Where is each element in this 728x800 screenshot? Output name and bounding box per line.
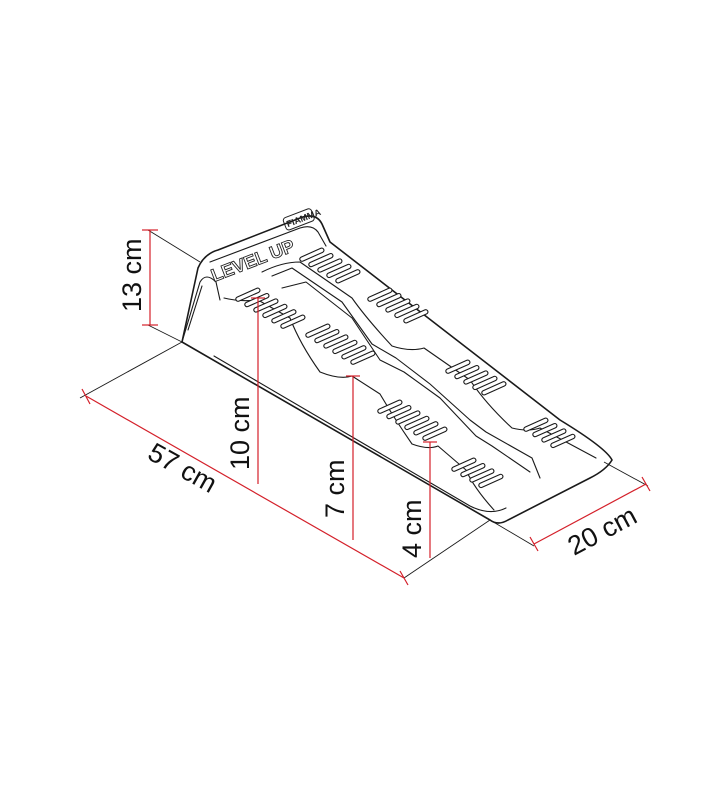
brand-badge-frame xyxy=(282,208,315,231)
ext-line-length-left xyxy=(79,341,183,399)
tread-slot xyxy=(469,468,495,483)
tread-slot xyxy=(532,422,558,438)
ext-line-width-left xyxy=(489,519,535,547)
dimension-step-high: 10 cm xyxy=(225,297,265,484)
tread-slot xyxy=(403,309,429,324)
tread-slot xyxy=(376,292,402,308)
dim-line-57 xyxy=(85,395,405,579)
tread-slot xyxy=(323,334,349,349)
tread-slot xyxy=(404,415,430,431)
ramp-end-face-inner xyxy=(187,285,203,331)
dimension-step-mid: 7 cm xyxy=(320,375,360,540)
tread-slot xyxy=(377,399,403,414)
tread-slot xyxy=(395,410,421,425)
dimension-overall-height: 13 cm xyxy=(117,229,201,343)
tread-slot xyxy=(367,287,393,302)
tread-slot xyxy=(541,428,567,443)
label-step-high: 10 cm xyxy=(225,396,255,470)
dim-tick-20-left xyxy=(529,536,539,552)
tread-slot xyxy=(478,473,504,489)
tread-slot xyxy=(305,323,331,338)
tread-slot xyxy=(422,426,448,441)
ext-line-length-right xyxy=(403,519,491,579)
tread-slot xyxy=(332,339,358,355)
dimension-length: 57 cm xyxy=(79,341,491,586)
ramp-outline xyxy=(181,215,613,524)
tread-slot xyxy=(314,328,340,344)
tread-slot xyxy=(253,298,279,313)
tread-slot xyxy=(386,404,412,420)
tread-slot xyxy=(463,370,489,385)
label-length: 57 cm xyxy=(143,437,222,499)
tread-slot xyxy=(262,303,288,319)
ramp-end-face xyxy=(181,276,221,343)
tread-slot xyxy=(235,287,261,302)
dim-tick-57-left xyxy=(81,388,91,405)
ramp-centre-divider-2 xyxy=(281,281,531,473)
dim-tick-20-right xyxy=(641,476,651,492)
tread-slots xyxy=(235,247,576,489)
ext-line-bottom xyxy=(147,324,183,343)
label-width: 20 cm xyxy=(563,500,642,561)
label-step-low: 4 cm xyxy=(397,499,427,558)
ramp-step-profile-front xyxy=(223,297,495,511)
ext-line-width-right xyxy=(603,461,649,487)
label-step-mid: 7 cm xyxy=(320,459,350,518)
embossed-logo: LEVEL UP xyxy=(208,235,298,286)
ramp-step-profile-back xyxy=(261,261,597,459)
tread-slot xyxy=(454,364,480,380)
tread-slot xyxy=(550,433,576,449)
dimension-width: 20 cm xyxy=(489,461,651,561)
tread-slot xyxy=(385,298,411,313)
tread-slot xyxy=(341,345,367,360)
tread-slot xyxy=(326,263,352,279)
level-up-label: LEVEL UP xyxy=(208,236,297,286)
tread-slot xyxy=(308,252,334,268)
tread-slot xyxy=(394,303,420,319)
tread-slot xyxy=(335,269,361,284)
tread-slot xyxy=(445,359,471,374)
ext-line-top xyxy=(147,229,201,263)
label-overall-height: 13 cm xyxy=(117,238,147,312)
tread-slot xyxy=(472,375,498,391)
tread-slot xyxy=(413,421,439,436)
tread-slot xyxy=(523,417,549,432)
tread-slot xyxy=(280,314,306,329)
ramp-top-rim xyxy=(209,226,327,263)
tread-slot xyxy=(299,247,325,262)
ramp-base-edge xyxy=(213,355,507,513)
tread-slot xyxy=(317,258,343,273)
dim-tick-57-right xyxy=(399,570,409,586)
dim-line-20 xyxy=(533,483,647,545)
tread-slot xyxy=(460,462,486,478)
ramp-centre-divider xyxy=(271,267,541,479)
tread-slot xyxy=(350,350,376,365)
dimension-step-low: 4 cm xyxy=(397,441,437,558)
tread-slot xyxy=(481,381,507,396)
tread-slot xyxy=(451,457,477,472)
tread-slot xyxy=(271,309,297,324)
